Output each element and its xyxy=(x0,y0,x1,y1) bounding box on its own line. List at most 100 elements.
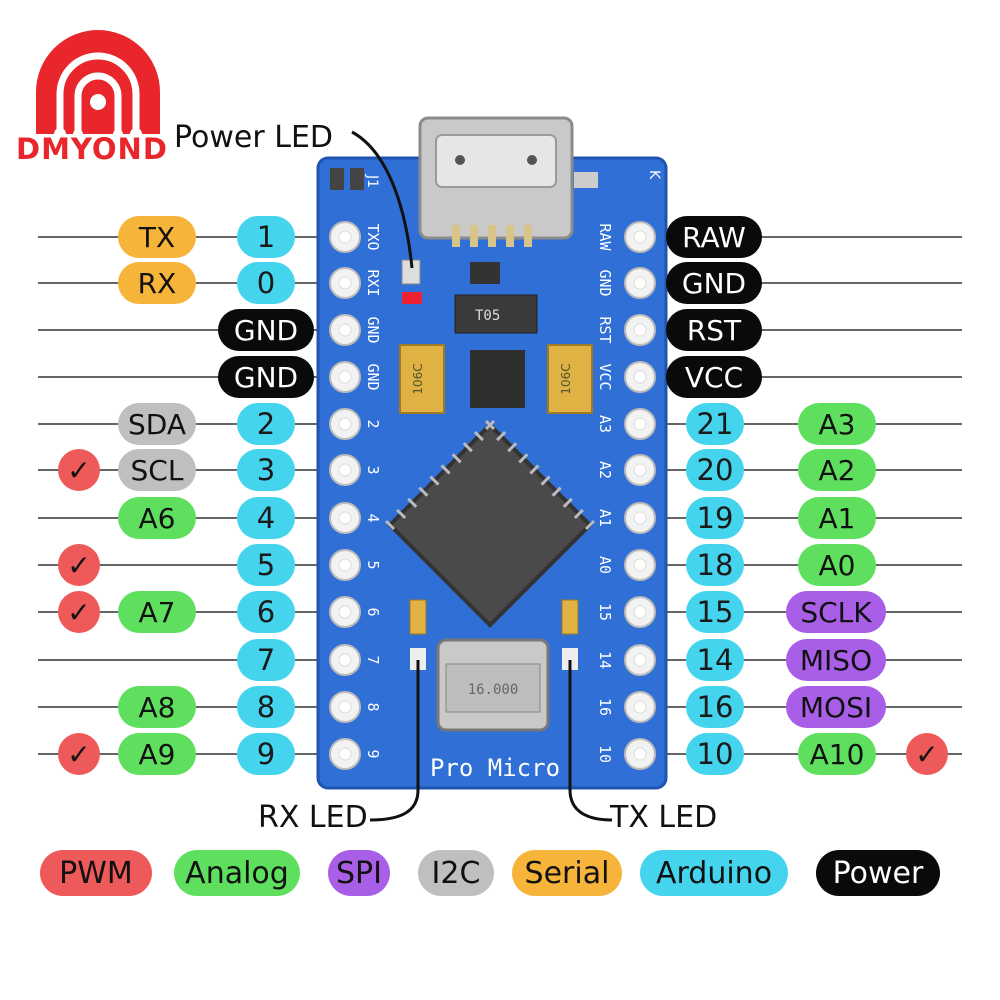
arduino-pin-number: 15 xyxy=(686,591,744,633)
i2c-pin-label: SDA xyxy=(118,403,196,445)
usb-pin xyxy=(488,225,496,247)
arduino-pin-number: 19 xyxy=(686,497,744,539)
spi-pin-label: SCLK xyxy=(786,591,886,633)
arduino-pin-number: 14 xyxy=(686,639,744,681)
analog-pin-label: A3 xyxy=(798,403,876,445)
pin-hole-center xyxy=(633,230,647,244)
silk-label-right: RST xyxy=(596,316,614,343)
tantalum-cap xyxy=(547,344,593,414)
mcu-pin xyxy=(573,508,584,519)
regulator xyxy=(454,294,538,334)
usb-hole xyxy=(455,155,465,165)
serial-pin-label: TX xyxy=(118,216,196,258)
pin-hole-center xyxy=(633,276,647,290)
mcu-pin xyxy=(384,519,396,531)
arduino-pin-number: 3 xyxy=(237,449,295,491)
silk-label-right: 16 xyxy=(596,698,614,716)
mcu-pin xyxy=(407,497,418,508)
cap-label: 106C xyxy=(559,363,573,394)
mcu-pin xyxy=(507,442,518,453)
pin-hole-center xyxy=(633,323,647,337)
power-led-label: Power LED xyxy=(174,120,334,155)
silk-label-left: 2 xyxy=(364,419,382,428)
mcu-pin xyxy=(418,486,429,497)
silk-label-left: 8 xyxy=(364,702,382,711)
silk-label-left: 3 xyxy=(364,465,382,474)
mcu-pin xyxy=(396,508,407,519)
usb-hole xyxy=(527,155,537,165)
arduino-pin-number: 10 xyxy=(686,733,744,775)
silk-label-left: GND xyxy=(364,316,382,343)
analog-pin-label: A0 xyxy=(798,544,876,586)
crystal-top xyxy=(445,663,541,713)
pwm-check-icon: ✓ xyxy=(58,449,100,491)
legend-spi: SPI xyxy=(328,850,390,896)
pin-hole-center xyxy=(338,323,352,337)
tx-led-light xyxy=(562,648,578,670)
silk-label-right: GND xyxy=(596,269,614,296)
arduino-pin-number: 18 xyxy=(686,544,744,586)
silk-label-left: TXO xyxy=(364,223,382,250)
usb-pin xyxy=(470,225,478,247)
cap-label: 106C xyxy=(411,363,425,394)
pin-hole-center xyxy=(338,230,352,244)
analog-pin-label: A9 xyxy=(118,733,196,775)
jumper-pad xyxy=(350,168,364,190)
spi-pin-label: MOSI xyxy=(786,686,886,728)
silk-label-right: A2 xyxy=(596,461,614,479)
arduino-pin-number: 0 xyxy=(237,262,295,304)
usb-port xyxy=(435,134,557,188)
pwm-check-icon: ✓ xyxy=(58,733,100,775)
silk-label-right: A1 xyxy=(596,509,614,527)
silk-label-right: VCC xyxy=(596,363,614,390)
legend-pwm: PWM xyxy=(40,850,152,896)
tx-led xyxy=(561,599,579,635)
pin-hole-center xyxy=(338,276,352,290)
legend-serial: Serial xyxy=(512,850,622,896)
pin-hole-center xyxy=(633,417,647,431)
pin-hole-center xyxy=(338,747,352,761)
analog-pin-label: A1 xyxy=(798,497,876,539)
power-pin-label: RAW xyxy=(666,216,762,258)
usb-pin xyxy=(524,225,532,247)
arduino-pin-number: 5 xyxy=(237,544,295,586)
pwm-check-icon: ✓ xyxy=(58,591,100,633)
legend-analog: Analog xyxy=(174,850,300,896)
arduino-pin-number: 6 xyxy=(237,591,295,633)
arduino-pin-number: 1 xyxy=(237,216,295,258)
silk-label-right: 10 xyxy=(596,745,614,763)
arduino-pin-number: 20 xyxy=(686,449,744,491)
pin-hole-center xyxy=(633,558,647,572)
arduino-pin-number: 21 xyxy=(686,403,744,445)
legend-arduino: Arduino xyxy=(640,850,788,896)
dmyond-logo xyxy=(36,30,160,140)
power-pin-label: GND xyxy=(218,309,314,351)
arduino-pin-number: 7 xyxy=(237,639,295,681)
analog-pin-label: A2 xyxy=(798,449,876,491)
pin-hole-center xyxy=(633,511,647,525)
rx-led-leader xyxy=(369,660,420,822)
mcu-pin xyxy=(440,464,451,475)
arduino-pin-number: 4 xyxy=(237,497,295,539)
pin-hole-center xyxy=(633,370,647,384)
power-pin-label: GND xyxy=(666,262,762,304)
jumper-pad xyxy=(330,168,344,190)
i2c-pin-label: SCL xyxy=(118,449,196,491)
analog-pin-label: A8 xyxy=(118,686,196,728)
power-pin-label: VCC xyxy=(666,356,762,398)
mcu-pin xyxy=(540,475,551,486)
arduino-pin-number: 8 xyxy=(237,686,295,728)
rx-led-label: RX LED xyxy=(258,800,368,835)
pwm-check-icon: ✓ xyxy=(906,733,948,775)
silk-label-right: A0 xyxy=(596,556,614,574)
spi-pin-label: MISO xyxy=(786,639,886,681)
pin-hole-center xyxy=(338,558,352,572)
usb-pin xyxy=(506,225,514,247)
mcu-pin xyxy=(484,419,496,431)
pin-hole-center xyxy=(633,747,647,761)
brand-name: DMYOND xyxy=(16,132,168,166)
silk-label-right: A3 xyxy=(596,415,614,433)
pin-hole-center xyxy=(633,700,647,714)
mcu-pin xyxy=(518,453,529,464)
